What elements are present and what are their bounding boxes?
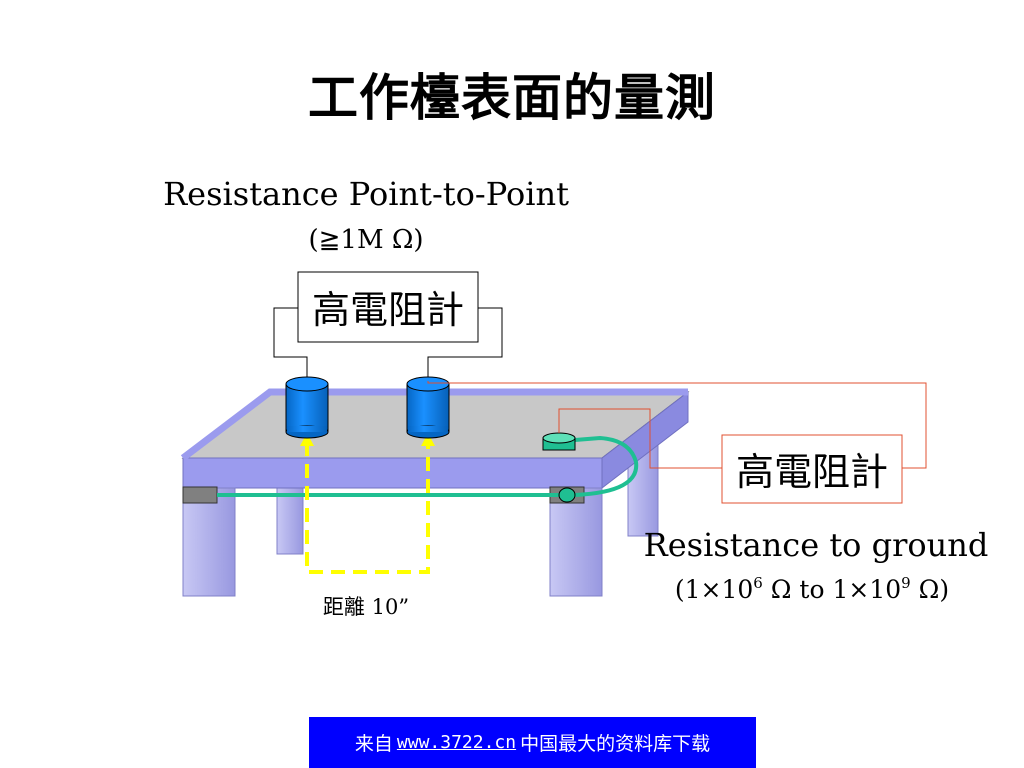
to-ground-range: (1×106 Ω to 1×109 Ω) [675, 574, 949, 604]
distance-arrow-left [300, 433, 314, 446]
to-ground-label: Resistance to ground [644, 526, 989, 564]
electrode-right-top [406, 376, 450, 392]
table-top-right-edge [601, 390, 689, 490]
distance-arrow-right [421, 433, 435, 446]
ground-terminal-left [182, 486, 218, 504]
to-ground-range-mid: Ω to 1×10 [763, 575, 901, 604]
ground-wire [217, 435, 639, 497]
ground-meter-label: 高電阻計 [736, 450, 888, 494]
meter-wire-left [273, 307, 308, 377]
table-leg-front-right [549, 487, 603, 597]
to-ground-range-close: Ω) [911, 575, 949, 604]
distance-label: 距離 10” [323, 595, 409, 619]
table-top-rim [180, 388, 688, 461]
point-meter-label: 高電阻計 [312, 288, 464, 332]
point-to-point-label: Resistance Point-to-Point [163, 175, 569, 213]
electrode-left-mask [287, 426, 327, 432]
to-ground-range-open: (1×10 [675, 575, 753, 604]
ground-meter-wire-bottom [558, 408, 722, 469]
electrode-left-body [285, 383, 329, 433]
to-ground-exp1: 6 [753, 574, 763, 592]
ground-electrode-top [542, 432, 576, 444]
table-leg-front-left [182, 487, 236, 597]
table-top-front-edge [182, 457, 603, 489]
point-meter-box [297, 271, 479, 343]
electrode-right-mask [408, 426, 448, 432]
ground-connector [558, 487, 576, 503]
electrode-left-top [285, 376, 329, 392]
ground-meter-box [721, 434, 903, 504]
page-title: 工作檯表面的量測 [308, 69, 716, 127]
ground-meter-wire-top [427, 381, 927, 469]
distance-marker [305, 442, 430, 574]
to-ground-exp2: 9 [901, 574, 911, 592]
point-to-point-condition: (≧1M Ω) [308, 225, 423, 255]
footer-banner: 来自 www.3722.cn 中国最大的资料库下载 [309, 717, 756, 768]
meter-wire-right [427, 307, 503, 377]
footer-link[interactable]: www.3722.cn [396, 732, 517, 753]
footer-suffix: 中国最大的资料库下载 [520, 733, 711, 755]
footer-prefix: 来自 [354, 733, 393, 755]
